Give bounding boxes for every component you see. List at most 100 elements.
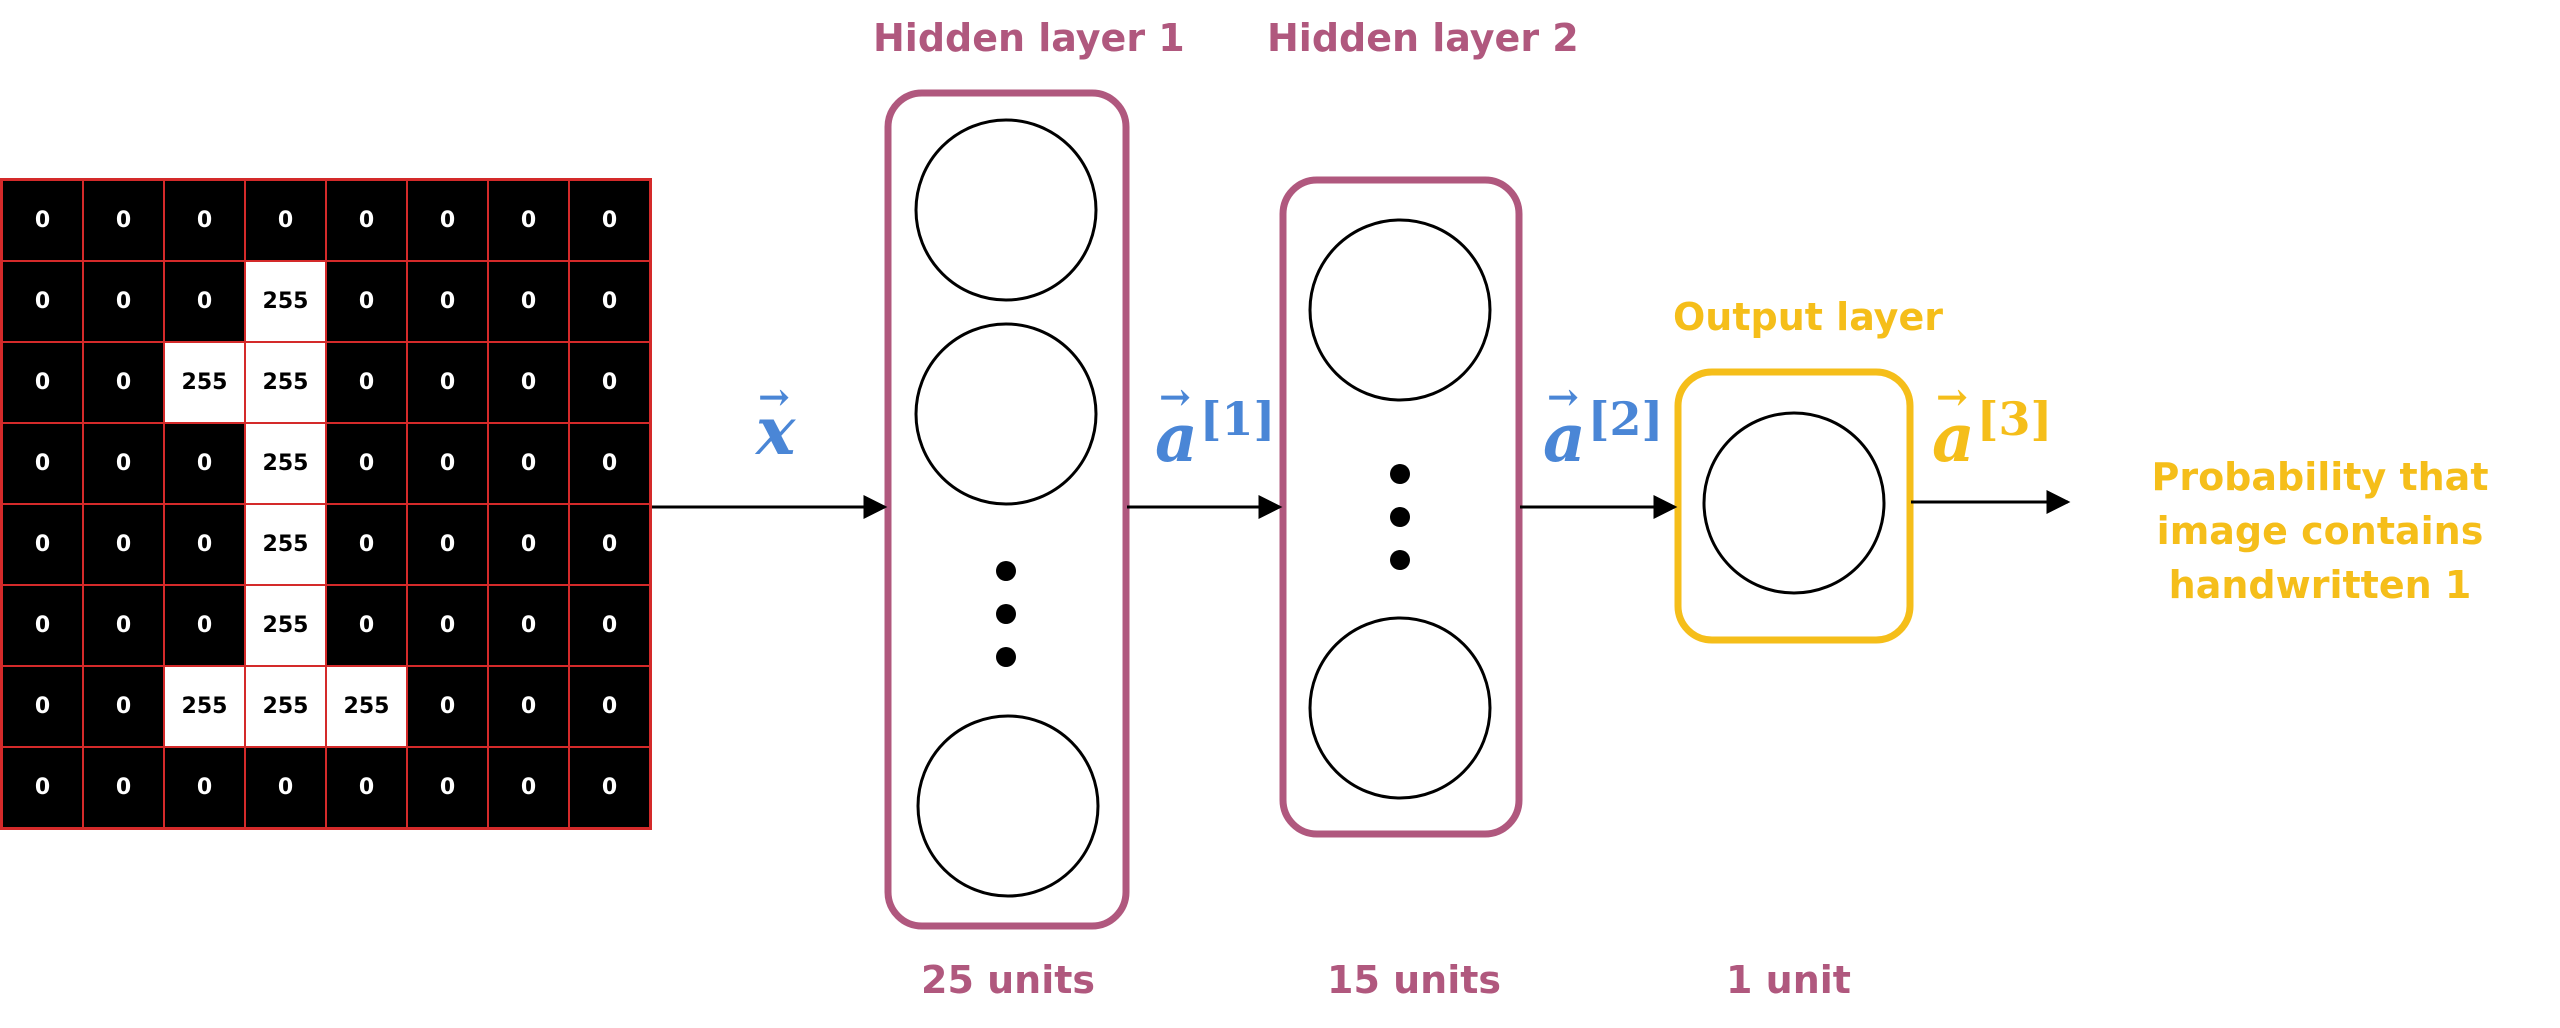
pixel-cell: 0: [407, 585, 488, 666]
pixel-cell: 0: [2, 342, 83, 423]
pixel-cell: 255: [245, 423, 326, 504]
pixel-cell: 0: [488, 261, 569, 342]
probability-label: Probability that image contains handwrit…: [2151, 455, 2489, 607]
pixel-cell: 0: [83, 666, 164, 747]
pixel-cell: 0: [326, 342, 407, 423]
pixel-cell: 0: [488, 666, 569, 747]
pixel-cell: 0: [83, 423, 164, 504]
vector-a1-superscript: [1]: [1199, 392, 1276, 446]
pixel-cell: 0: [407, 747, 488, 828]
pixel-cell: 255: [164, 342, 245, 423]
hidden-layer-2-neuron: [1308, 218, 1492, 402]
hidden-layer-1-neuron: [914, 118, 1098, 302]
pixel-cell: 0: [407, 666, 488, 747]
pixel-cell: 0: [83, 180, 164, 261]
pixel-cell: 0: [407, 261, 488, 342]
hidden-layer-2-neuron: [1308, 616, 1492, 800]
pixel-cell: 0: [164, 504, 245, 585]
hidden-layer-2-title: Hidden layer 2: [1267, 16, 1579, 60]
vector-a3: → a[3]: [1932, 378, 2053, 478]
pixel-cell: 0: [245, 180, 326, 261]
pixel-cell: 0: [2, 180, 83, 261]
pixel-cell: 0: [83, 342, 164, 423]
vector-a3-symbol: a: [1932, 399, 1975, 477]
pixel-cell: 0: [488, 180, 569, 261]
pixel-cell: 255: [245, 504, 326, 585]
vector-x: → x: [756, 378, 796, 471]
pixel-cell: 255: [164, 666, 245, 747]
pixel-cell: 0: [326, 180, 407, 261]
pixel-cell: 0: [407, 180, 488, 261]
pixel-cell: 0: [2, 747, 83, 828]
pixel-cell: 0: [2, 261, 83, 342]
pixel-cell: 0: [326, 585, 407, 666]
hidden-layer-2-units: 15 units: [1327, 958, 1502, 1002]
pixel-cell: 0: [164, 585, 245, 666]
pixel-cell: 0: [164, 747, 245, 828]
pixel-cell: 0: [83, 585, 164, 666]
output-neuron: [1702, 411, 1886, 595]
pixel-cell: 255: [326, 666, 407, 747]
hidden-layer-2-box: [1279, 176, 1523, 838]
output-layer-units: 1 unit: [1726, 958, 1851, 1002]
vector-a1: → a[1]: [1155, 378, 1276, 478]
pixel-cell: 0: [83, 504, 164, 585]
pixel-cell: 0: [569, 585, 650, 666]
ellipsis-dot: [996, 604, 1016, 624]
pixel-cell: 0: [569, 180, 650, 261]
pixel-cell: 0: [83, 261, 164, 342]
vector-arrow-icon: →: [1547, 374, 1579, 419]
hidden-layer-1-neuron: [914, 322, 1098, 506]
vector-arrow-icon: →: [758, 374, 790, 419]
pixel-cell: 0: [326, 504, 407, 585]
pixel-cell: 255: [245, 342, 326, 423]
pixel-cell: 0: [407, 423, 488, 504]
pixel-cell: 0: [488, 423, 569, 504]
pixel-cell: 0: [2, 504, 83, 585]
ellipsis-dot: [996, 647, 1016, 667]
pixel-cell: 0: [164, 180, 245, 261]
vector-x-symbol: x: [756, 392, 796, 470]
pixel-cell: 255: [245, 261, 326, 342]
pixel-cell: 0: [569, 423, 650, 504]
pixel-cell: 0: [569, 666, 650, 747]
output-layer-box: [1674, 368, 1914, 644]
ellipsis-dot: [1390, 464, 1410, 484]
hidden-layer-1-box: [884, 89, 1130, 930]
ellipsis-dot: [1390, 507, 1410, 527]
pixel-cell: 0: [488, 585, 569, 666]
pixel-cell: 255: [245, 585, 326, 666]
pixel-cell: 0: [569, 747, 650, 828]
pixel-cell: 0: [326, 423, 407, 504]
ellipsis-dot: [996, 561, 1016, 581]
pixel-cell: 0: [488, 747, 569, 828]
hidden-layer-1-units: 25 units: [921, 958, 1096, 1002]
pixel-cell: 0: [407, 342, 488, 423]
pixel-cell: 0: [2, 585, 83, 666]
vector-a2: → a[2]: [1543, 378, 1664, 478]
vector-arrow-icon: →: [1159, 374, 1191, 419]
pixel-cell: 0: [407, 504, 488, 585]
ellipsis-dot: [1390, 550, 1410, 570]
pixel-cell: 0: [245, 747, 326, 828]
vector-a2-superscript: [2]: [1587, 392, 1664, 446]
pixel-cell: 0: [326, 747, 407, 828]
pixel-cell: 0: [83, 747, 164, 828]
hidden-layer-1-title: Hidden layer 1: [873, 16, 1185, 60]
pixel-cell: 0: [326, 261, 407, 342]
pixel-cell: 0: [488, 504, 569, 585]
pixel-cell: 255: [245, 666, 326, 747]
pixel-cell: 0: [569, 504, 650, 585]
output-layer-title: Output layer: [1673, 295, 1943, 339]
hidden-layer-1-neuron: [916, 714, 1100, 898]
pixel-cell: 0: [2, 666, 83, 747]
vector-a2-symbol: a: [1543, 399, 1586, 477]
pixel-cell: 0: [164, 261, 245, 342]
pixel-cell: 0: [2, 423, 83, 504]
pixel-cell: 0: [164, 423, 245, 504]
pixel-cell: 0: [569, 261, 650, 342]
vector-a3-superscript: [3]: [1976, 392, 2053, 446]
pixel-cell: 0: [569, 342, 650, 423]
pixel-cell: 0: [488, 342, 569, 423]
